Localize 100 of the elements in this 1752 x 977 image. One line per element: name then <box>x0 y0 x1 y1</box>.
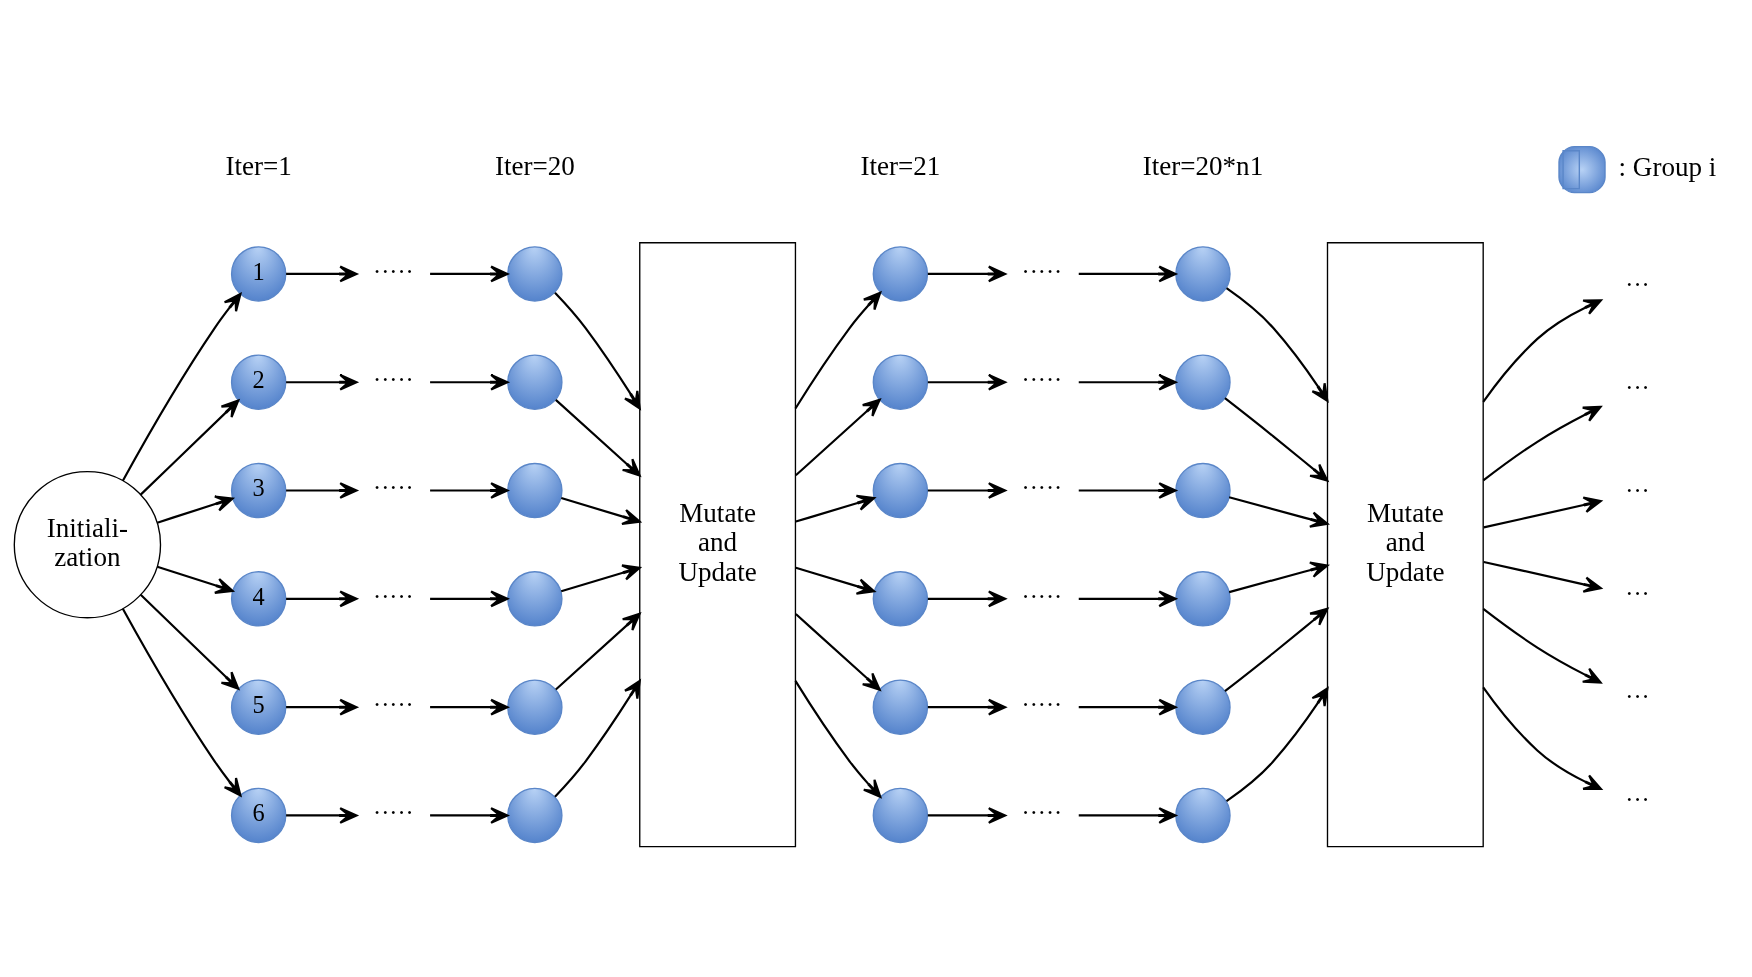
arrow <box>1483 560 1602 593</box>
arrow <box>560 497 641 526</box>
node-circle: 5 <box>230 679 287 735</box>
arrow <box>430 265 509 283</box>
label: Iter=21 <box>860 151 941 182</box>
arrow <box>795 398 881 477</box>
node-circle <box>1175 246 1231 302</box>
arrow <box>121 292 242 482</box>
node-text: ····· <box>373 366 414 394</box>
node-circle: 1 <box>230 246 287 302</box>
node-text: ····· <box>1021 799 1063 827</box>
node-circle <box>872 679 929 735</box>
node-circle <box>507 462 563 519</box>
node-circle <box>507 354 563 410</box>
arrow <box>121 608 242 797</box>
arrow <box>1482 686 1602 791</box>
arrow <box>286 698 358 716</box>
arrow <box>560 564 641 593</box>
arrow <box>156 565 234 594</box>
node-circle <box>872 571 929 627</box>
node-text: ····· <box>373 582 414 610</box>
arrow <box>430 698 509 716</box>
node-circle <box>507 571 563 627</box>
arrow <box>795 566 876 595</box>
node-text: ····· <box>1021 691 1063 719</box>
arrow <box>1224 397 1329 482</box>
arrow <box>1228 496 1329 528</box>
arrow <box>1078 807 1177 824</box>
arrow <box>1078 590 1177 608</box>
arrow <box>1224 607 1329 693</box>
arrow <box>927 373 1007 391</box>
node-text: ··· <box>1625 374 1650 402</box>
node-box: Mutate and Update <box>639 242 797 848</box>
arrow <box>927 807 1007 824</box>
node-circle: 6 <box>230 787 287 844</box>
arrow <box>286 373 358 391</box>
arrow <box>555 612 641 691</box>
arrow <box>286 590 358 608</box>
arrow <box>430 590 509 608</box>
arrow <box>139 399 240 496</box>
arrow <box>927 265 1007 283</box>
arrow <box>927 482 1007 499</box>
arrow <box>1078 482 1177 499</box>
node-circle: 3 <box>230 462 287 519</box>
arrow <box>286 807 358 824</box>
arrow <box>927 698 1007 716</box>
node-circle <box>507 246 563 302</box>
node-text: ····· <box>1021 366 1063 394</box>
node-text: ····· <box>1021 582 1063 610</box>
node-circle <box>872 246 929 302</box>
legend-label: : Group i <box>1618 152 1717 183</box>
arrow <box>1078 698 1177 716</box>
label: Iter=1 <box>225 151 292 182</box>
node-circle <box>1175 679 1231 735</box>
arrow <box>1225 287 1329 402</box>
node-circle <box>872 787 929 844</box>
node-text: ····· <box>1021 257 1063 285</box>
arrow <box>286 482 358 499</box>
arrow <box>795 613 881 691</box>
arrow <box>794 291 882 410</box>
node-circle <box>872 354 929 410</box>
node-text: ····· <box>373 691 414 719</box>
node-circle: 4 <box>230 571 287 627</box>
arrow <box>795 494 876 523</box>
arrow <box>1228 561 1329 594</box>
node-text: ····· <box>373 257 414 285</box>
arrow <box>286 265 358 283</box>
arrow <box>555 399 641 477</box>
node-text: ····· <box>373 474 414 502</box>
arrow <box>1482 608 1602 684</box>
arrow <box>430 482 509 499</box>
arrow <box>554 679 641 798</box>
arrow <box>1078 265 1177 283</box>
arrow <box>156 495 234 524</box>
node-circle: 2 <box>230 354 287 410</box>
arrow <box>1078 373 1177 391</box>
node-text: ····· <box>373 799 414 827</box>
node-text: ··· <box>1625 580 1650 608</box>
node-circle: Initiali- zation <box>13 470 162 619</box>
node-circle <box>872 462 929 519</box>
label: Iter=20 <box>494 151 575 182</box>
arrow <box>430 807 509 824</box>
arrow <box>139 593 240 690</box>
node-text: ··· <box>1625 682 1650 710</box>
node-circle <box>1175 571 1231 627</box>
arrow <box>554 291 641 410</box>
node-circle <box>1175 787 1231 844</box>
node-text: ··· <box>1625 271 1650 299</box>
node-box: Mutate and Update <box>1326 242 1484 848</box>
arrow <box>1483 496 1602 529</box>
node-circle <box>1175 462 1231 519</box>
arrow <box>1482 299 1602 403</box>
node-circle <box>507 787 563 844</box>
arrow <box>927 590 1007 608</box>
arrow <box>1482 405 1602 482</box>
node-circle <box>1175 354 1231 410</box>
arrow <box>794 680 882 798</box>
node-text: ··· <box>1625 477 1650 505</box>
arrow <box>1225 687 1329 803</box>
node-text: ··· <box>1625 785 1650 813</box>
